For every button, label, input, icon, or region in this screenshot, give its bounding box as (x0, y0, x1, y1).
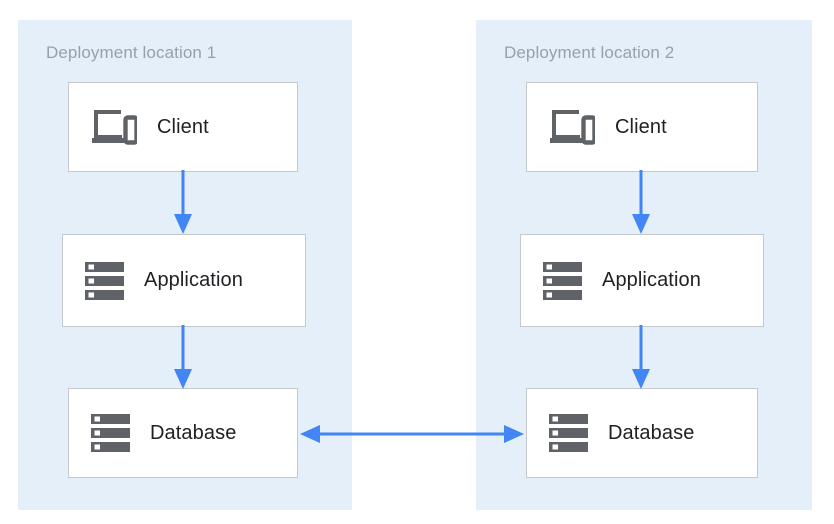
server-icon (91, 414, 130, 452)
arrow-application-1-to-database-1 (174, 325, 192, 389)
server-icon (543, 261, 582, 300)
node-application-2-label: Application (602, 269, 701, 291)
arrow-database-1-to-database-2-bidirectional (300, 425, 524, 443)
devices-icon (550, 110, 595, 145)
node-client-1-label: Client (157, 115, 209, 138)
server-icon (549, 414, 588, 452)
node-application-1[interactable]: Application (62, 234, 306, 327)
node-database-1-label: Database (150, 421, 237, 444)
node-database-2-label: Database (608, 421, 695, 444)
node-application-1-label: Application (144, 269, 243, 291)
devices-icon (92, 110, 137, 145)
node-database-1[interactable]: Database (68, 388, 298, 478)
node-client-1[interactable]: Client (68, 82, 298, 172)
node-application-2[interactable]: Application (520, 234, 764, 327)
deployment-location-2-title: Deployment location 2 (504, 43, 675, 62)
deployment-location-1-title: Deployment location 1 (46, 43, 217, 62)
server-icon (85, 261, 124, 300)
arrow-application-2-to-database-2 (632, 325, 650, 389)
node-client-2[interactable]: Client (526, 82, 758, 172)
node-client-2-label: Client (615, 115, 667, 138)
node-database-2[interactable]: Database (526, 388, 758, 478)
arrow-client-2-to-application-2 (632, 170, 650, 234)
arrow-client-1-to-application-1 (174, 170, 192, 234)
